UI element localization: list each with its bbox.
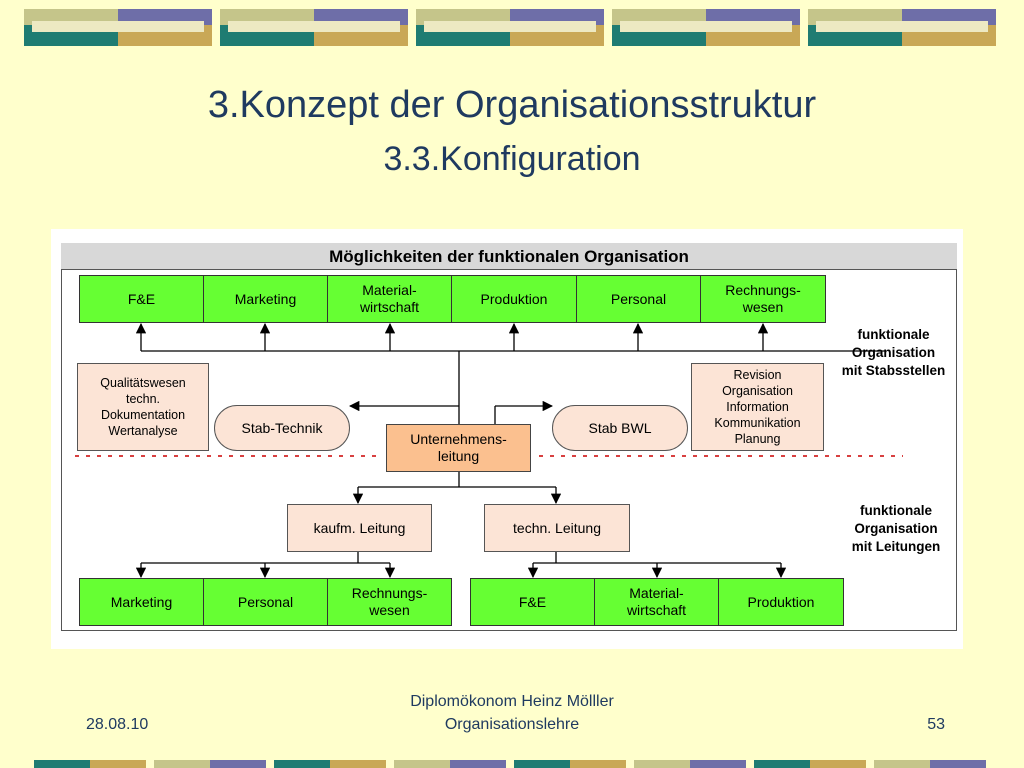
- staff-bwl: Stab BWL: [552, 405, 688, 451]
- slide-subtitle: 3.3.Konfiguration: [383, 140, 641, 178]
- footer-course: Organisationslehre: [444, 716, 580, 733]
- connector-lines: [75, 322, 903, 579]
- note-technik: Qualitätswesen techn. Dokumentation Wert…: [77, 363, 209, 451]
- note-bwl: Revision Organisation Information Kommun…: [691, 363, 824, 451]
- bottom-produktion: Produktion: [718, 578, 844, 626]
- slide-title: 3.Konzept der Organisationsstruktur: [207, 84, 817, 126]
- function-fe: F&E: [79, 275, 204, 323]
- bottom-fe: F&E: [470, 578, 595, 626]
- deco-block: [416, 9, 604, 46]
- kaufm-leitung: kaufm. Leitung: [287, 504, 432, 552]
- staff-technik: Stab-Technik: [214, 405, 350, 451]
- label-leitungen: funktionale Organisation mit Leitungen: [851, 503, 941, 554]
- function-produktion: Produktion: [451, 275, 577, 323]
- org-diagram: Möglichkeiten der funktionalen Organisat…: [51, 229, 963, 649]
- footer-author: Diplomökonom Heinz Mölller: [410, 693, 614, 710]
- deco-block: [808, 9, 996, 46]
- unternehmensleitung: Unternehmens- leitung: [386, 424, 531, 472]
- function-rechnungswesen: Rechnungs- wesen: [700, 275, 826, 323]
- function-marketing: Marketing: [203, 275, 328, 323]
- techn-leitung: techn. Leitung: [484, 504, 630, 552]
- footer-page-number: 53: [927, 716, 945, 733]
- footer-date: 28.08.10: [86, 716, 149, 733]
- bottom-materialwirtschaft: Material- wirtschaft: [594, 578, 719, 626]
- diagram-header: Möglichkeiten der funktionalen Organisat…: [61, 243, 957, 270]
- deco-block: [24, 9, 212, 46]
- deco-block: [220, 9, 408, 46]
- deco-block: [612, 9, 800, 46]
- bottom-rechnungswesen: Rechnungs- wesen: [327, 578, 452, 626]
- function-materialwirtschaft: Material- wirtschaft: [327, 275, 452, 323]
- function-personal: Personal: [576, 275, 701, 323]
- bottom-personal: Personal: [203, 578, 328, 626]
- bottom-marketing: Marketing: [79, 578, 204, 626]
- label-stabsstellen: funktionale Organisation mit Stabsstelle…: [841, 327, 946, 378]
